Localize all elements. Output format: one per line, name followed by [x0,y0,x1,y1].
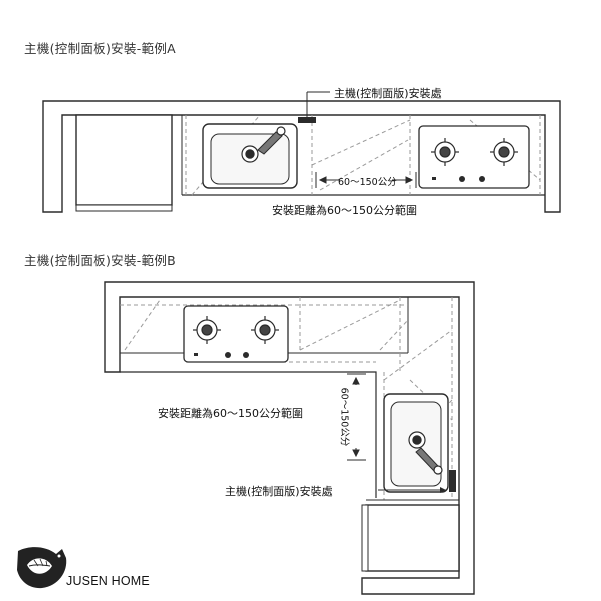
diagram-a-install-location-label: 主機(控制面版)安裝處 [334,87,442,100]
diagram-a-left-cabinet [75,114,173,206]
diagram-a-dimension-line [315,172,417,188]
diagram-a-dimension-label: 60～150公分 [338,177,397,188]
diagram-a-control-panel [298,117,316,123]
diagram-a-burner-right [490,138,518,166]
diagram-b-install-location-label: 主機(控制面版)安裝處 [225,485,333,498]
diagram-a [42,91,561,213]
diagram-a-faucet [257,131,283,155]
diagram-a-stove [418,125,530,189]
diagram-a-stove-knobs [432,176,485,182]
diagram-a-title: 主機(控制面板)安裝-範例A [24,41,177,56]
diagram-b [104,281,475,595]
diagram-b-dimension-line [347,373,366,461]
diagram-b-counter-outline [104,281,475,595]
brand-name: JUSEN HOME [66,574,150,588]
diagram-a-burner-left [431,138,459,166]
diagram-a-range-note: 安裝距離為60～150公分範圍 [272,204,417,217]
diagram-b-bottom-cabinet [365,504,460,572]
diagram-b-range-note: 安裝距離為60～150公分範圍 [158,407,303,420]
bird-leaf-logo-icon [17,547,67,589]
diagram-a-counter-outline [42,100,561,213]
diagram-b-stove-knobs [194,352,249,358]
diagram-b-burner-left [193,316,221,344]
diagram-b-burner-right [251,316,279,344]
diagram-b-title: 主機(控制面板)安裝-範例B [24,253,177,268]
diagram-b-control-panel [449,470,456,492]
diagram-b-dimension-label: 60～150公分 [338,387,350,447]
